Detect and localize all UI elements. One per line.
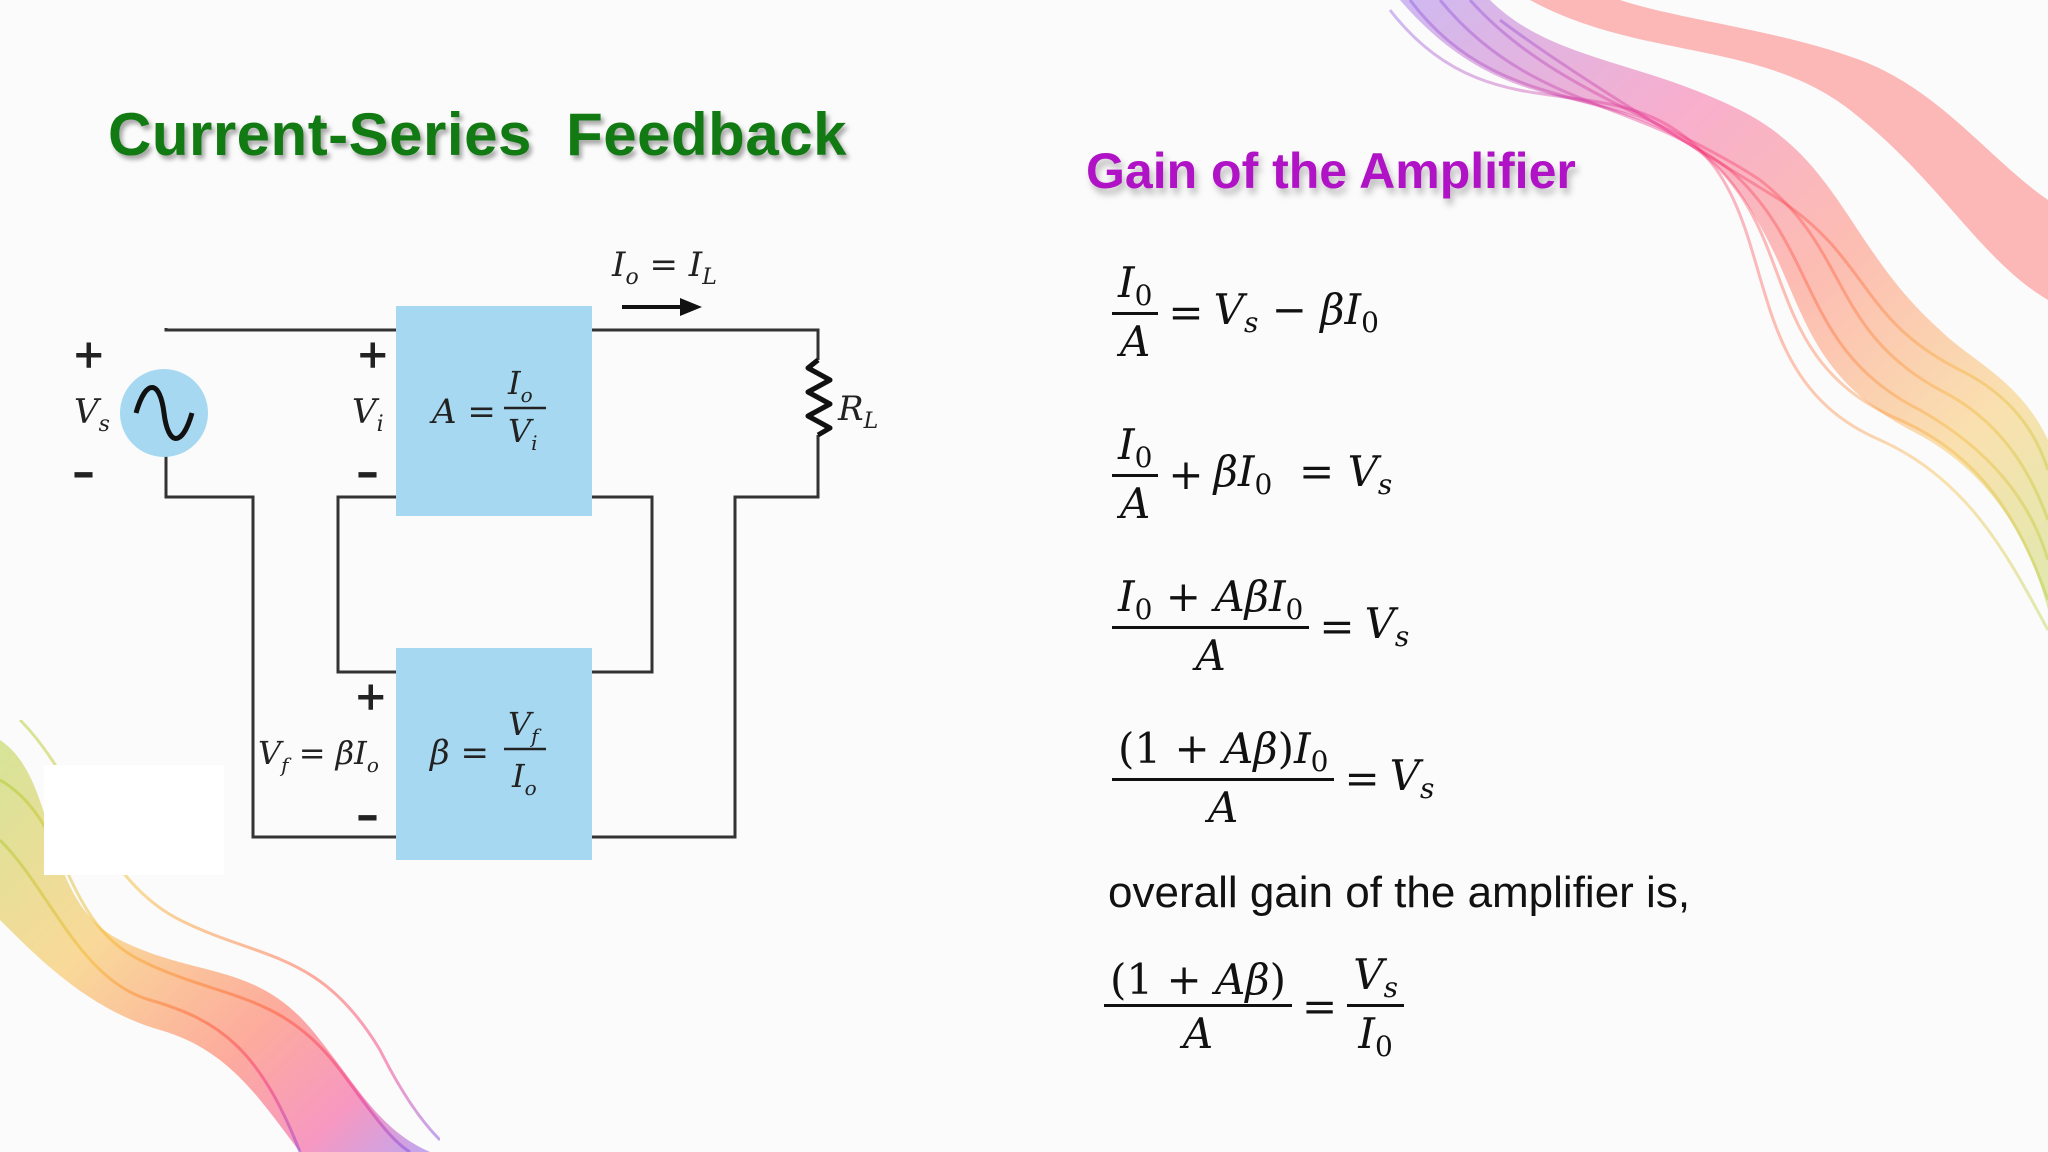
input-label: Vi bbox=[352, 392, 384, 437]
sine-wave-icon bbox=[133, 385, 195, 441]
gain-statement: overall gain of the amplifier is, bbox=[1108, 868, 1691, 917]
amplifier-label: A = bbox=[429, 392, 496, 432]
feedback-minus: – bbox=[356, 787, 379, 841]
load-label: RL bbox=[837, 389, 878, 434]
source-plus: + bbox=[72, 331, 106, 378]
wire-output-top bbox=[592, 328, 820, 360]
input-plus: + bbox=[356, 331, 390, 378]
amplifier-block bbox=[396, 306, 592, 516]
wire-inner-left bbox=[336, 495, 398, 674]
source-minus: – bbox=[72, 444, 95, 498]
input-minus: – bbox=[356, 444, 379, 498]
output-current-label: Io = IL bbox=[611, 245, 717, 290]
wire-load-return bbox=[592, 435, 820, 839]
current-arrow-head bbox=[680, 298, 702, 316]
wire-source-top bbox=[164, 328, 398, 332]
slide-title: Current-Series Feedback bbox=[108, 101, 847, 168]
decorative-wave-top-right bbox=[1388, 0, 2048, 631]
wire-inner-right bbox=[592, 495, 654, 674]
white-patch bbox=[44, 765, 224, 875]
circuit-diagram: Io = IL RL + Vs – + Vi – A = Io Vi β = V… bbox=[72, 245, 878, 860]
feedback-plus: + bbox=[354, 673, 388, 720]
feedback-block bbox=[396, 648, 592, 860]
feedback-voltage-label: Vf = βIo bbox=[258, 734, 379, 777]
section-title: Gain of the Amplifier bbox=[1086, 143, 1576, 199]
feedback-block-label: β = bbox=[428, 733, 489, 773]
source-label: Vs bbox=[74, 392, 110, 437]
load-resistor bbox=[805, 358, 833, 438]
